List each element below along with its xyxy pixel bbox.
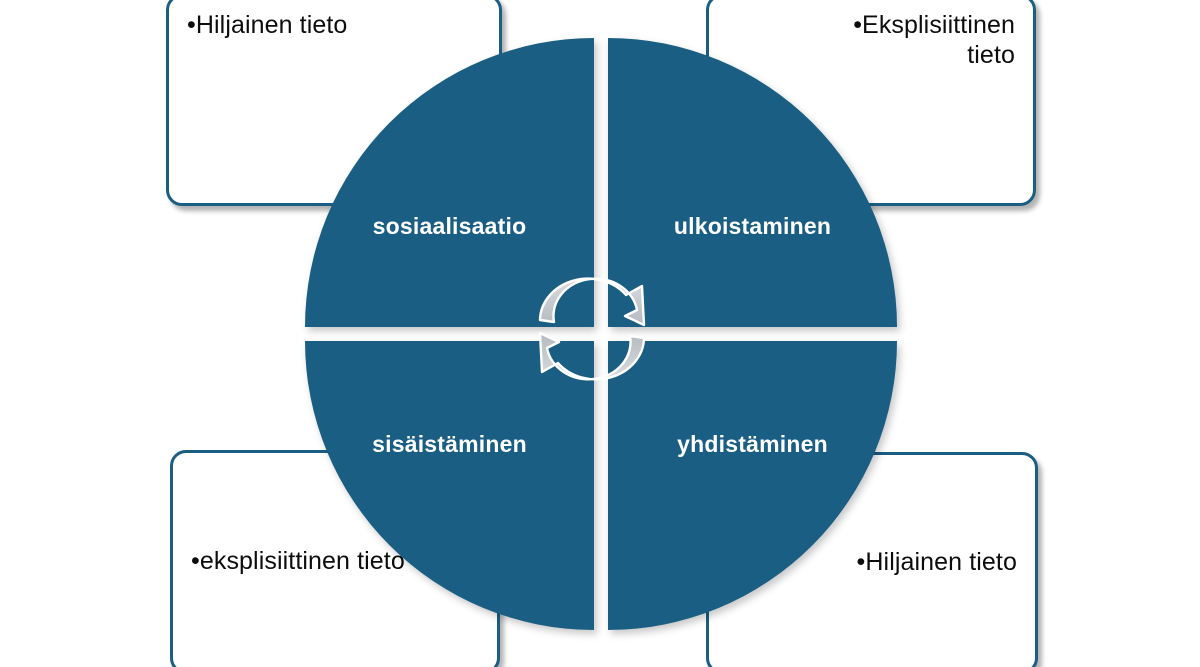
quadrant-label-internalization: sisäistäminen <box>372 431 527 457</box>
quadrant-label-socialization: sosiaalisaatio <box>372 213 527 239</box>
quadrant-label-combination: yhdistäminen <box>677 431 828 457</box>
callout-text-bottom-right: •Hiljainen tieto <box>856 548 1017 577</box>
quadrant-externalization: ulkoistaminen <box>608 38 897 327</box>
callout-text-top-left: •Hiljainen tieto <box>187 11 348 39</box>
quadrant-internalization: sisäistäminen <box>305 341 594 630</box>
quadrant-combination: yhdistäminen <box>608 341 897 630</box>
seci-circle: sosiaalisaatio ulkoistaminen sisäistämin… <box>305 38 897 630</box>
callout-text-top-right: •Eksplisiittinen tieto <box>853 11 1015 69</box>
callout-text-bottom-left: •eksplisiittinen tieto <box>191 547 405 576</box>
quadrant-socialization: sosiaalisaatio <box>305 38 594 327</box>
quadrant-label-externalization: ulkoistaminen <box>673 213 832 239</box>
